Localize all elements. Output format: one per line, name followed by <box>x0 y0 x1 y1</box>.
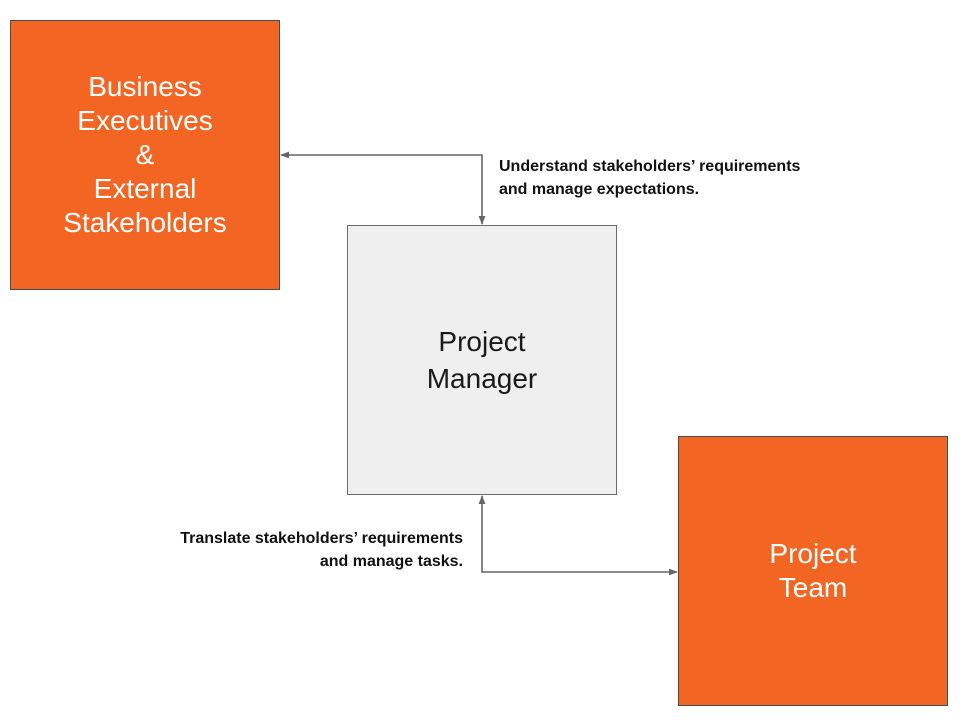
executives-label-line: & <box>135 139 155 170</box>
project-manager-label-line: Manager <box>426 363 538 394</box>
project-manager-box: Project Manager <box>347 225 617 495</box>
annotation-line: and manage tasks. <box>319 553 463 570</box>
executives-label-line: Executives <box>77 105 213 136</box>
executives-label-line: Business <box>88 71 202 102</box>
connector-manager-executives <box>280 151 486 225</box>
executives-label-line: External <box>93 173 197 204</box>
project-team-label-line: Team <box>778 572 848 603</box>
annotation-line: Translate stakeholders’ requirements <box>180 530 463 547</box>
executives-stakeholders-box: Business Executives & External Stakehold… <box>10 20 280 290</box>
connector-manager-team <box>478 495 678 576</box>
executives-connector-annotation: Understand stakeholders’ requirements an… <box>499 155 800 201</box>
project-team-label-line: Project <box>769 538 857 569</box>
annotation-line: and manage expectations. <box>499 181 700 198</box>
executives-label-line: Stakeholders <box>63 207 227 238</box>
team-connector-annotation: Translate stakeholders’ requirements and… <box>180 527 463 573</box>
project-manager-label-line: Project <box>438 326 526 357</box>
annotation-line: Understand stakeholders’ requirements <box>499 158 801 175</box>
project-team-box: Project Team <box>678 436 948 706</box>
